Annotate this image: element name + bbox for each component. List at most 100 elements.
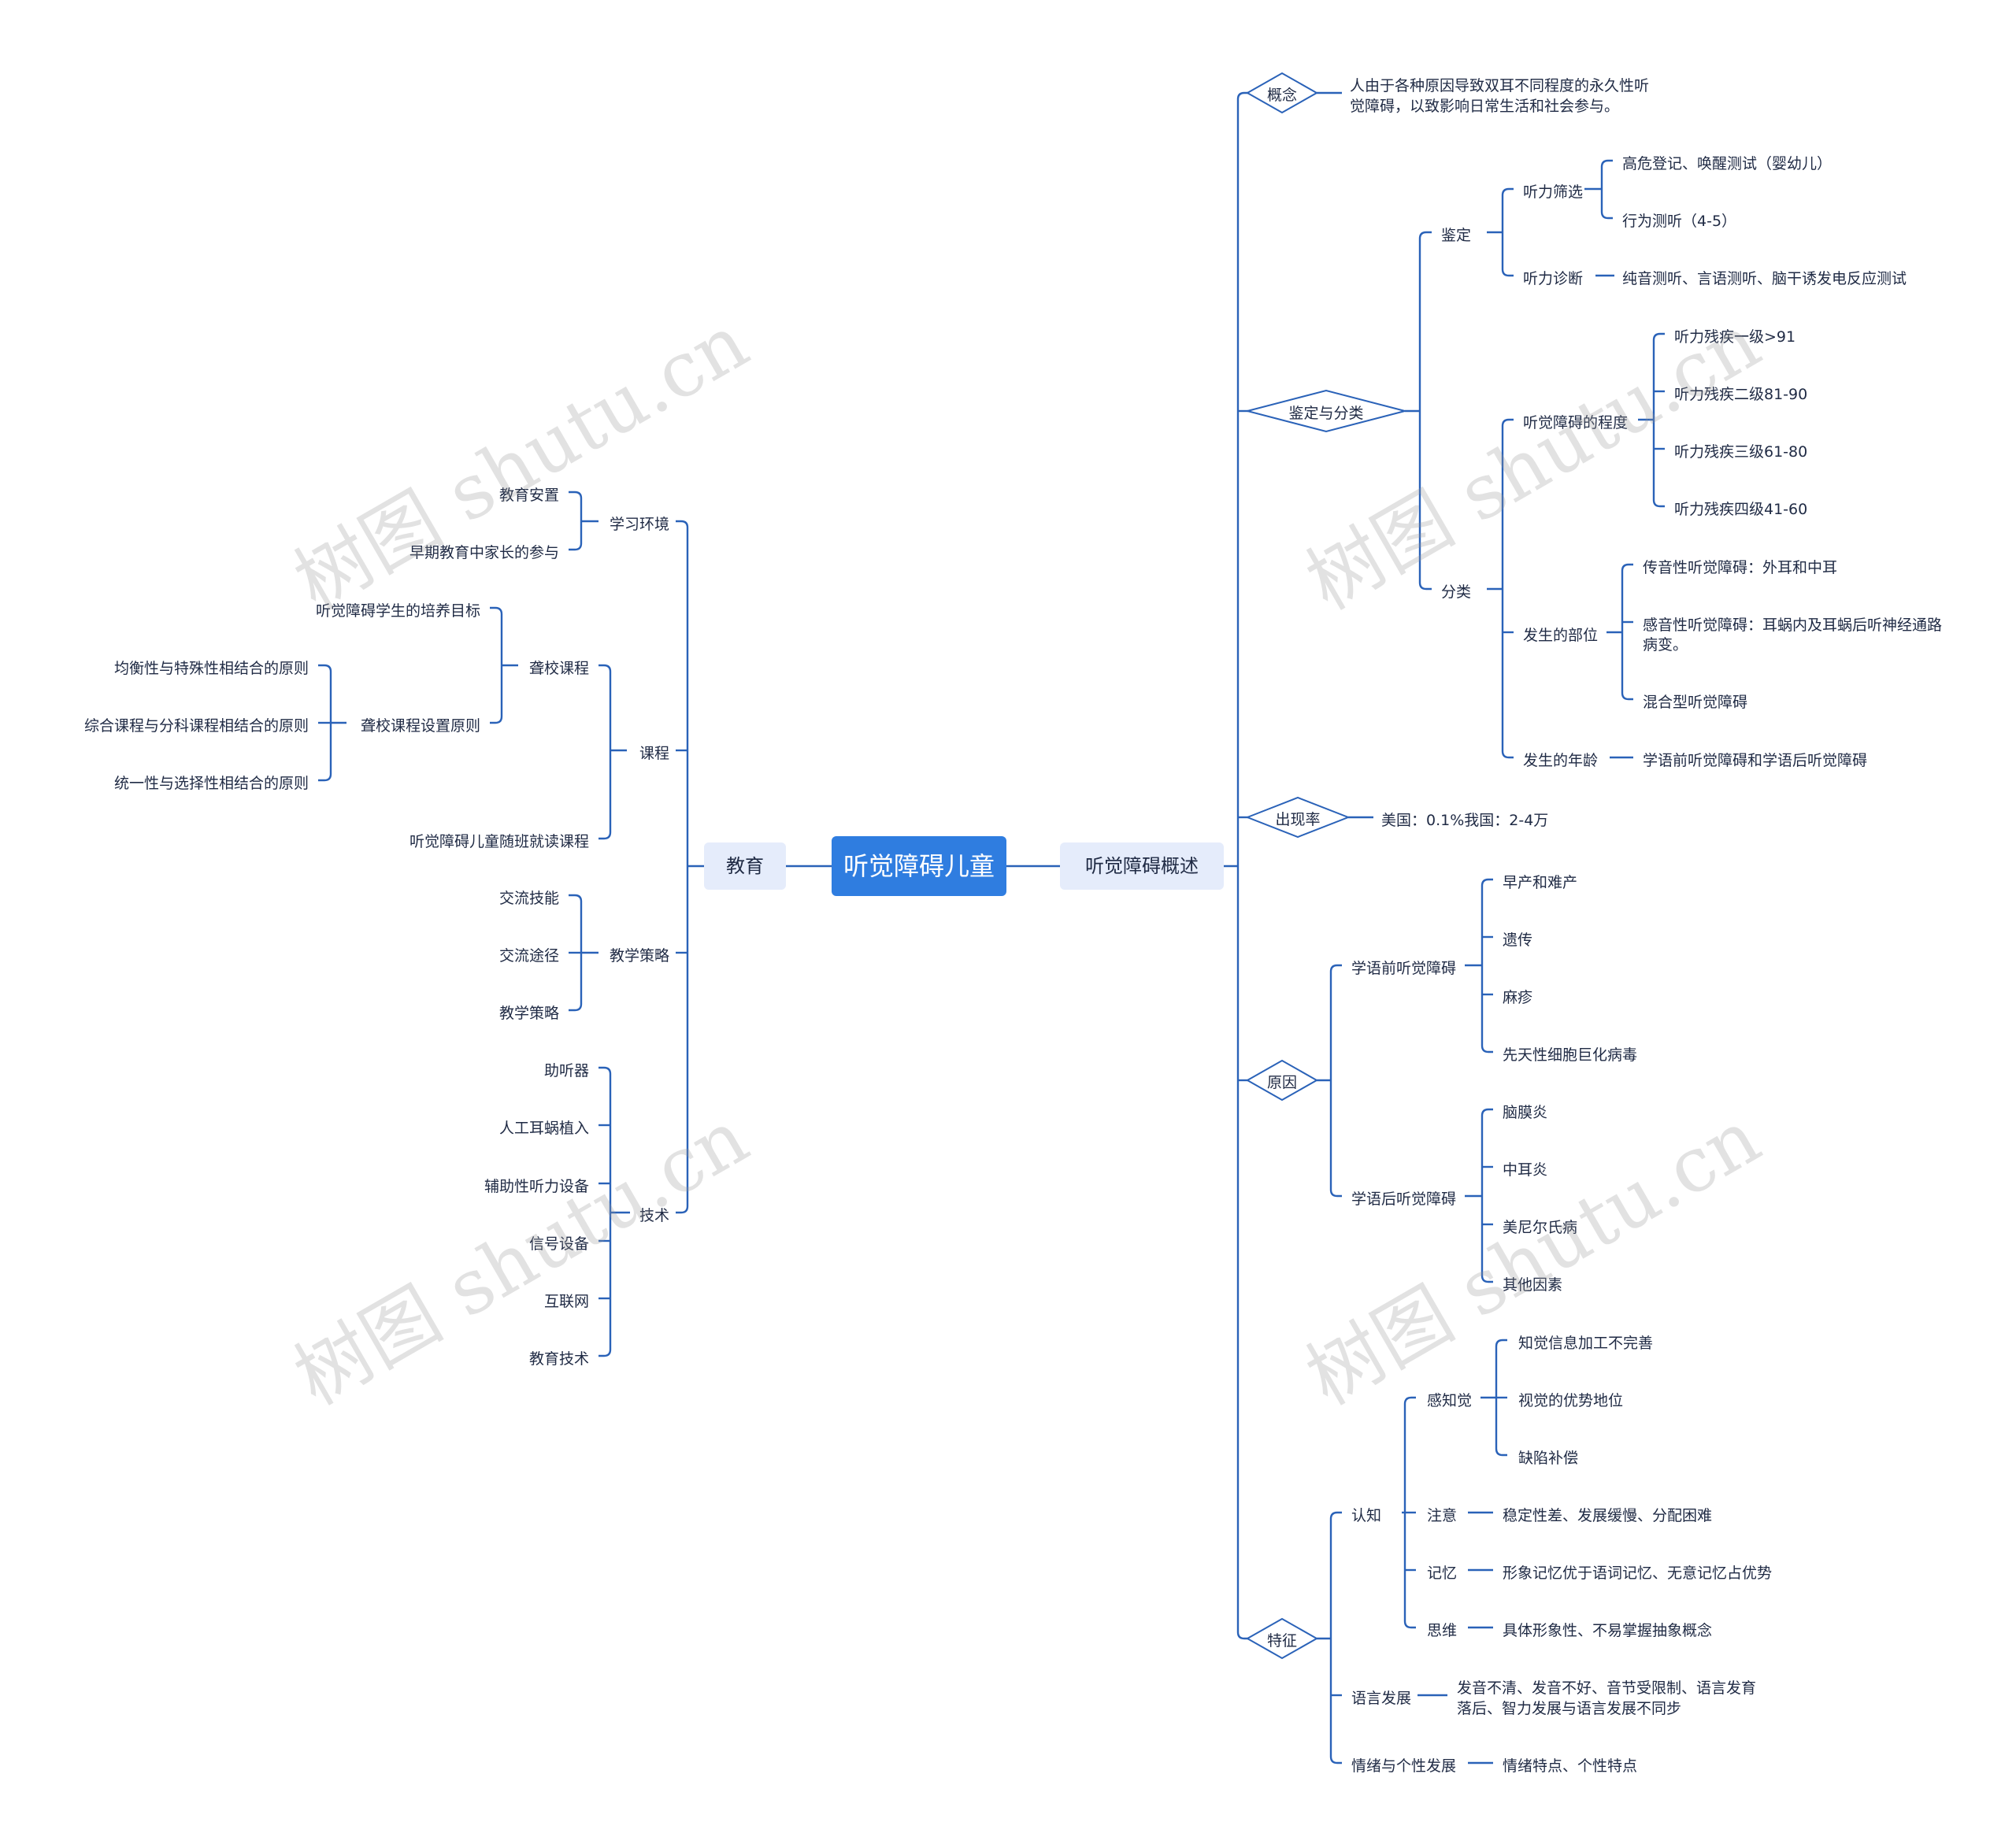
ov-concept[interactable]: 概念	[1266, 87, 1297, 104]
cog-edge-3	[1403, 1620, 1416, 1629]
scr-edge-0	[1600, 159, 1613, 168]
emotion: 情绪与个性发展	[1351, 1757, 1457, 1775]
memory: 记忆	[1427, 1564, 1458, 1582]
per-edge-2	[1495, 1448, 1507, 1457]
per-0: 知觉信息加工不完善	[1518, 1334, 1654, 1352]
perception: 感知觉	[1427, 1391, 1473, 1409]
tech-edge-5	[598, 1349, 612, 1357]
ov-traits[interactable]: 特征	[1266, 1632, 1297, 1650]
idf-edge-1	[1501, 268, 1514, 277]
branch-overview[interactable]: 听觉障碍概述	[1060, 842, 1224, 890]
cur-deaf-school: 聋校课程	[528, 659, 589, 677]
ov-prevalence[interactable]: 出现率	[1275, 811, 1321, 828]
prelingual: 学语前听觉障碍	[1351, 959, 1457, 977]
prin-1: 综合课程与分科课程相结合的原则	[83, 717, 309, 735]
lang-text-1: 发音不清、发音不好、音节受限制、语言发育	[1457, 1679, 1757, 1697]
ic-edge-0	[1418, 231, 1432, 239]
edu-edge-3	[676, 1205, 689, 1214]
concept-text-1: 人由于各种原因导致双耳不同程度的永久性听	[1350, 76, 1650, 94]
deg-3: 听力残疾四级41-60	[1674, 500, 1808, 518]
thk-item: 具体形象性、不易掌握抽象概念	[1503, 1621, 1713, 1639]
tech-4: 互联网	[543, 1292, 589, 1310]
cur-edge-0	[598, 664, 612, 672]
post-edge-3	[1480, 1275, 1493, 1283]
site-2: 混合型听觉障碍	[1643, 693, 1748, 711]
cur-inclusive: 听觉障碍儿童随班就读课程	[409, 832, 589, 850]
deaf-edge-0	[490, 606, 503, 615]
ov-identify-classify[interactable]: 鉴定与分类	[1288, 405, 1364, 422]
thinking: 思维	[1427, 1621, 1458, 1639]
per-1: 视觉的优势地位	[1518, 1391, 1624, 1409]
age-item: 学语前听觉障碍和学语后听觉障碍	[1643, 751, 1868, 769]
mem-item: 形象记忆优于语词记忆、无意记忆占优势	[1503, 1564, 1773, 1582]
ov-cause[interactable]: 原因	[1266, 1074, 1297, 1091]
ic-edge-1	[1418, 582, 1432, 591]
ov-edge-4	[1236, 1631, 1248, 1640]
per-edge-0	[1495, 1339, 1507, 1347]
att-item: 稳定性差、发展缓慢、分配困难	[1503, 1506, 1713, 1524]
edu-env: 学习环境	[609, 515, 669, 533]
screening: 听力筛选	[1523, 183, 1584, 201]
scr-edge-1	[1600, 211, 1613, 220]
prin-edge-0	[318, 664, 332, 672]
pre-edge-0	[1480, 878, 1493, 887]
attention: 注意	[1427, 1506, 1458, 1524]
ov-edge-0	[1236, 91, 1248, 100]
root-node[interactable]: 听觉障碍儿童	[832, 836, 1006, 896]
post-1: 中耳炎	[1503, 1161, 1548, 1179]
deg-edge-3	[1652, 499, 1665, 508]
deg-0: 听力残疾一级>91	[1674, 328, 1796, 346]
prin-2: 统一性与选择性相结合的原则	[113, 774, 309, 792]
cause-edge-1	[1329, 1189, 1342, 1198]
post-0: 脑膜炎	[1503, 1103, 1548, 1121]
post-3: 其他因素	[1503, 1276, 1563, 1294]
language: 语言发展	[1351, 1689, 1412, 1707]
tech-0: 助听器	[543, 1061, 589, 1079]
scr-1: 行为测听（4-5）	[1622, 212, 1737, 230]
branch-education[interactable]: 教育	[704, 842, 786, 890]
deg-1: 听力残疾二级81-90	[1674, 385, 1808, 403]
cause-edge-0	[1329, 964, 1342, 972]
postlingual: 学语后听觉障碍	[1351, 1190, 1457, 1208]
env-edge-0	[569, 491, 583, 499]
identify: 鉴定	[1441, 226, 1472, 244]
prev-text: 美国：0.1%我国：2-4万	[1381, 811, 1549, 829]
post-edge-0	[1480, 1108, 1493, 1116]
edu-strategy: 教学策略	[609, 946, 669, 965]
lang-text-2: 落后、智力发展与语言发展不同步	[1457, 1699, 1682, 1717]
pre-3: 先天性细胞巨化病毒	[1503, 1046, 1638, 1064]
pre-2: 麻疹	[1503, 988, 1533, 1006]
deaf-goal: 听觉障碍学生的培养目标	[315, 602, 480, 620]
prin-0: 均衡性与特殊性相结合的原则	[113, 659, 309, 677]
cognition: 认知	[1351, 1506, 1382, 1524]
str-0: 交流技能	[498, 889, 559, 907]
site-1: 感音性听觉障碍：耳蜗内及耳蜗后听神经通路	[1643, 616, 1943, 634]
tech-1: 人工耳蜗植入	[498, 1119, 589, 1137]
env-item-0: 教育安置	[498, 486, 559, 504]
env-edge-1	[569, 542, 583, 551]
deaf-edge-1	[490, 716, 503, 724]
edu-edge-0	[676, 520, 689, 528]
cog-edge-0	[1403, 1396, 1416, 1405]
emo-item: 情绪特点、个性特点	[1503, 1757, 1638, 1775]
deg-edge-0	[1652, 332, 1665, 341]
diagnosis: 听力诊断	[1523, 269, 1584, 287]
cls-edge-2	[1501, 750, 1514, 759]
per-2: 缺陷补偿	[1518, 1449, 1579, 1467]
str-2: 教学策略	[498, 1004, 559, 1022]
tech-edge-0	[598, 1066, 612, 1075]
edu-tech: 技术	[639, 1206, 669, 1224]
pre-edge-3	[1480, 1045, 1493, 1054]
deg-2: 听力残疾三级61-80	[1674, 443, 1808, 461]
site-b-edge-2	[1621, 692, 1633, 701]
post-2: 美尼尔氏病	[1503, 1218, 1578, 1236]
cls-edge-0	[1501, 418, 1514, 427]
diag-item: 纯音测听、言语测听、脑干诱发电反应测试	[1622, 269, 1907, 287]
tech-2: 辅助性听力设备	[484, 1177, 589, 1195]
tech-5: 教育技术	[528, 1350, 589, 1368]
site: 发生的部位	[1523, 626, 1599, 644]
str-1: 交流途径	[498, 946, 559, 965]
pre-0: 早产和难产	[1503, 873, 1578, 891]
str-edge-2	[569, 1003, 583, 1012]
